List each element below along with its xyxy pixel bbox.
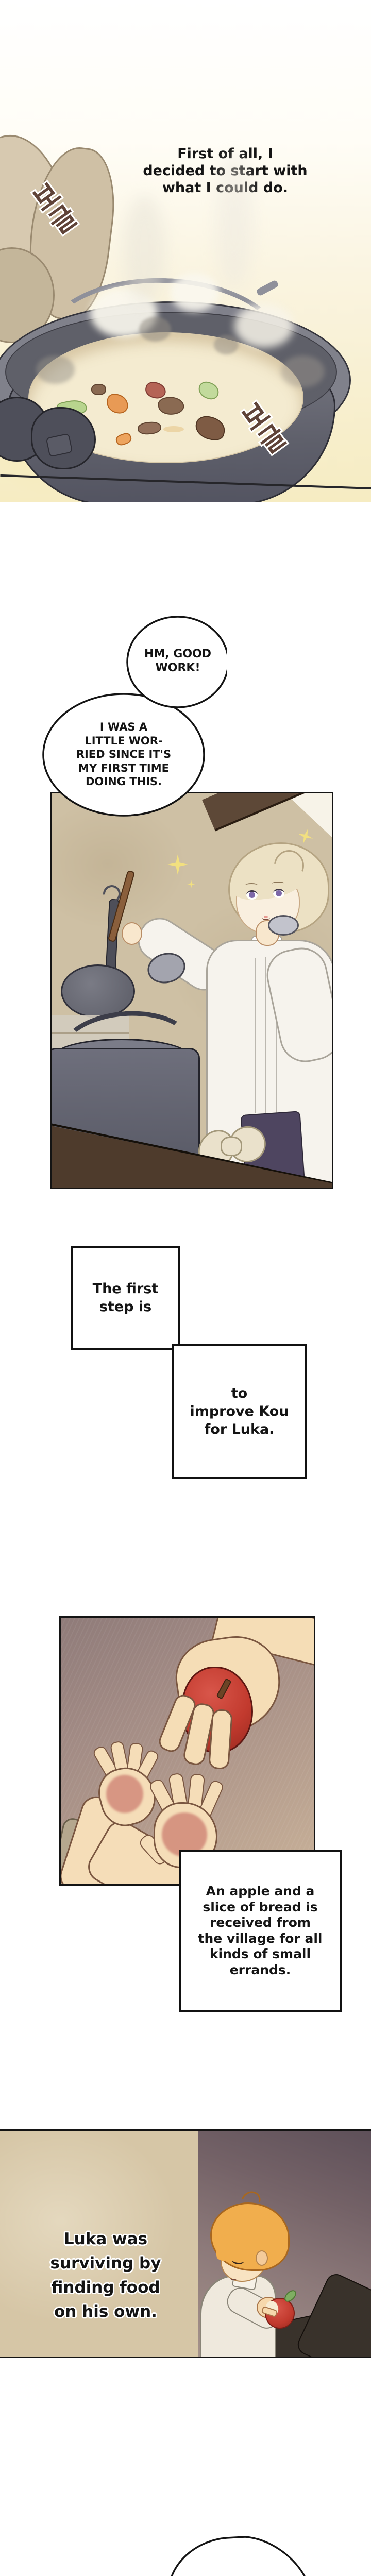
- caption-apple-bread: An apple and a slice of bread is receive…: [179, 1850, 342, 2012]
- apron-bow-knot: [221, 1137, 242, 1156]
- woman-brow: [245, 883, 258, 887]
- bubble-good-work-text: HM, GOOD WORK!: [144, 648, 212, 674]
- child-palm-red: [106, 1775, 143, 1813]
- narration-first-of-all: First of all, I decided to start with wh…: [143, 146, 308, 196]
- soup-ingredient: [157, 395, 185, 417]
- steam-puff: [234, 304, 294, 348]
- apple-panel: [59, 1616, 315, 1886]
- steam-puff: [139, 317, 171, 342]
- caption-first-step-text: The first step is: [92, 1281, 159, 1315]
- thought-bubbles: [171, 2536, 306, 2576]
- sparkle-icon: [167, 854, 188, 875]
- woman-blouse-pleat: [265, 957, 266, 1122]
- speech-bubbles: [42, 616, 227, 817]
- steam-puff: [170, 273, 219, 312]
- woman-brow: [272, 882, 284, 886]
- steam-puff: [214, 335, 239, 354]
- sparkle-icon: [187, 880, 195, 888]
- woman-mouth: [262, 914, 270, 920]
- steam-column: [216, 155, 252, 289]
- sparkle-icon: [296, 826, 315, 846]
- soup-ingredient: [137, 421, 162, 435]
- pot-scene-panel: First of all, I decided to start with wh…: [0, 0, 371, 502]
- bubble-good-work-shape: [126, 616, 227, 708]
- luka-panel: Luka was surviving by finding food on hi…: [0, 2129, 371, 2358]
- woman-blouse-pleat: [276, 958, 277, 1113]
- bubble-worried-shape: [42, 693, 205, 817]
- adult-finger: [208, 1708, 233, 1770]
- woman-eye-iris: [249, 892, 255, 898]
- soup-ingredient: [144, 380, 167, 400]
- caption-improve-kou: to improve Kou for Luka.: [172, 1344, 307, 1479]
- soup-ingredient: [114, 431, 133, 447]
- soup-ingredient: [196, 380, 221, 401]
- woman-blouse-pleat: [255, 958, 256, 1113]
- soup-sheen: [163, 426, 184, 432]
- bubble-worried-text: I WAS A LITTLE WOR- RIED SINCE IT'S MY F…: [76, 721, 172, 788]
- kitchen-panel: [50, 792, 333, 1189]
- soup-ingredient: [105, 393, 130, 415]
- steam-puff: [281, 355, 325, 387]
- woman-tongue: [264, 916, 268, 918]
- caption-apple-bread-text: An apple and a slice of bread is receive…: [198, 1884, 323, 1977]
- caption-improve-kou-text: to improve Kou for Luka.: [190, 1385, 289, 1437]
- soup-ingredient: [193, 414, 227, 443]
- boy-ear: [256, 2250, 268, 2266]
- thought-make-sense-shape: [171, 2536, 306, 2576]
- steam-column: [124, 196, 165, 304]
- soup-ingredient: [91, 384, 106, 395]
- tasting-bowl: [268, 915, 299, 936]
- caption-luka-surviving: Luka was surviving by finding food on hi…: [50, 2230, 161, 2321]
- steam-puff: [36, 355, 75, 384]
- child-palm-red: [162, 1812, 207, 1857]
- woman-eye-iris: [276, 890, 282, 896]
- woman-raised-hand: [122, 922, 142, 945]
- luka-panel-left-bg: [0, 2131, 202, 2357]
- frying-pan: [61, 964, 135, 1018]
- caption-first-step: The first step is: [71, 1246, 180, 1350]
- pot-handle-hook: [256, 279, 279, 297]
